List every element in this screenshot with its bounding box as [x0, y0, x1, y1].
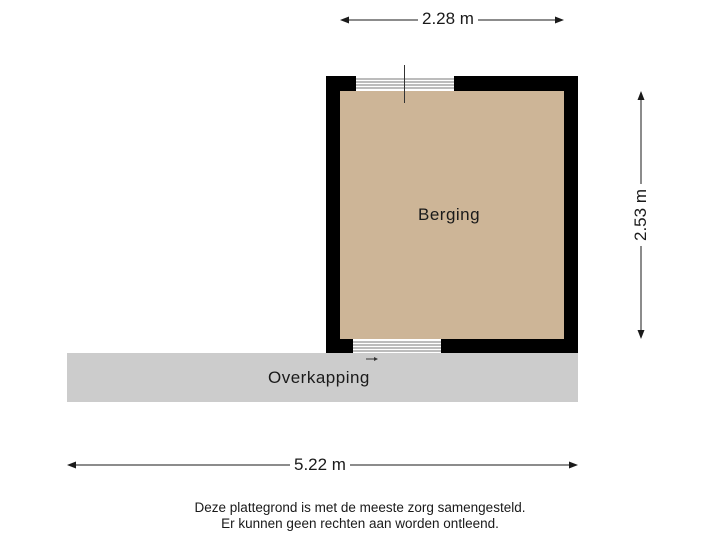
overkapping-area: [67, 353, 578, 402]
window-swing-line: [404, 65, 405, 103]
top-window: [356, 76, 454, 91]
room-label-berging: Berging: [418, 205, 481, 224]
disclaimer-line-2: Er kunnen geen rechten aan worden ontlee…: [221, 516, 499, 531]
room-label-overkapping: Overkapping: [268, 368, 370, 387]
dimension-label-bottom: 5.22 m: [290, 455, 350, 475]
bottom-door: [353, 339, 441, 353]
dimension-label-right: 2.53 m: [631, 184, 651, 246]
disclaimer-line-1: Deze plattegrond is met de meeste zorg s…: [194, 500, 526, 515]
berging-room: [340, 91, 564, 339]
dimension-label-top: 2.28 m: [418, 9, 478, 29]
door-direction-arrow-icon: [366, 357, 378, 361]
